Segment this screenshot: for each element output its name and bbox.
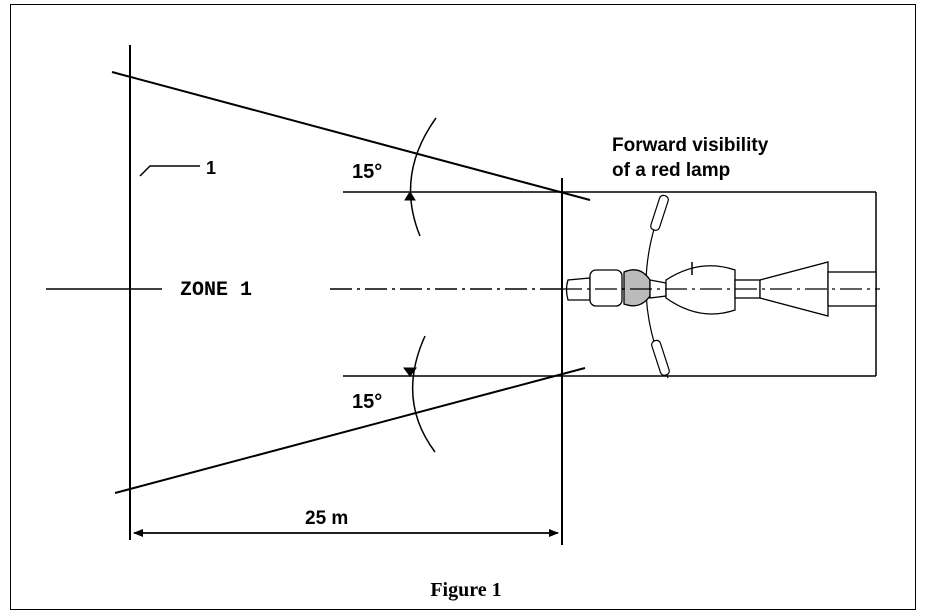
upper-angle-arc	[409, 117, 437, 237]
lamp-caption-line-2: of a red lamp	[612, 160, 730, 181]
distance-label: 25 m	[305, 508, 348, 529]
upper-angle-arrow	[404, 191, 416, 201]
zone-label: ZONE 1	[180, 279, 252, 302]
red-lamp-icon	[623, 269, 651, 307]
lower-angle-arrow	[403, 367, 417, 377]
figure-title: Figure 1	[430, 579, 501, 601]
upper-visibility-slot	[650, 194, 669, 231]
lower-visibility-slot	[651, 339, 670, 376]
label-1: 1	[206, 158, 216, 178]
label-1-leader	[139, 165, 200, 177]
lamp-caption-line-1: Forward visibility	[612, 135, 769, 156]
upper-boundary-line	[111, 71, 591, 201]
lower-boundary-line	[114, 367, 586, 494]
lamp-assembly	[565, 261, 877, 317]
upper-angle-label: 15°	[352, 161, 382, 183]
lower-angle-label: 15°	[352, 391, 382, 413]
lower-angle-arc	[411, 335, 436, 453]
figure-frame	[10, 4, 916, 610]
